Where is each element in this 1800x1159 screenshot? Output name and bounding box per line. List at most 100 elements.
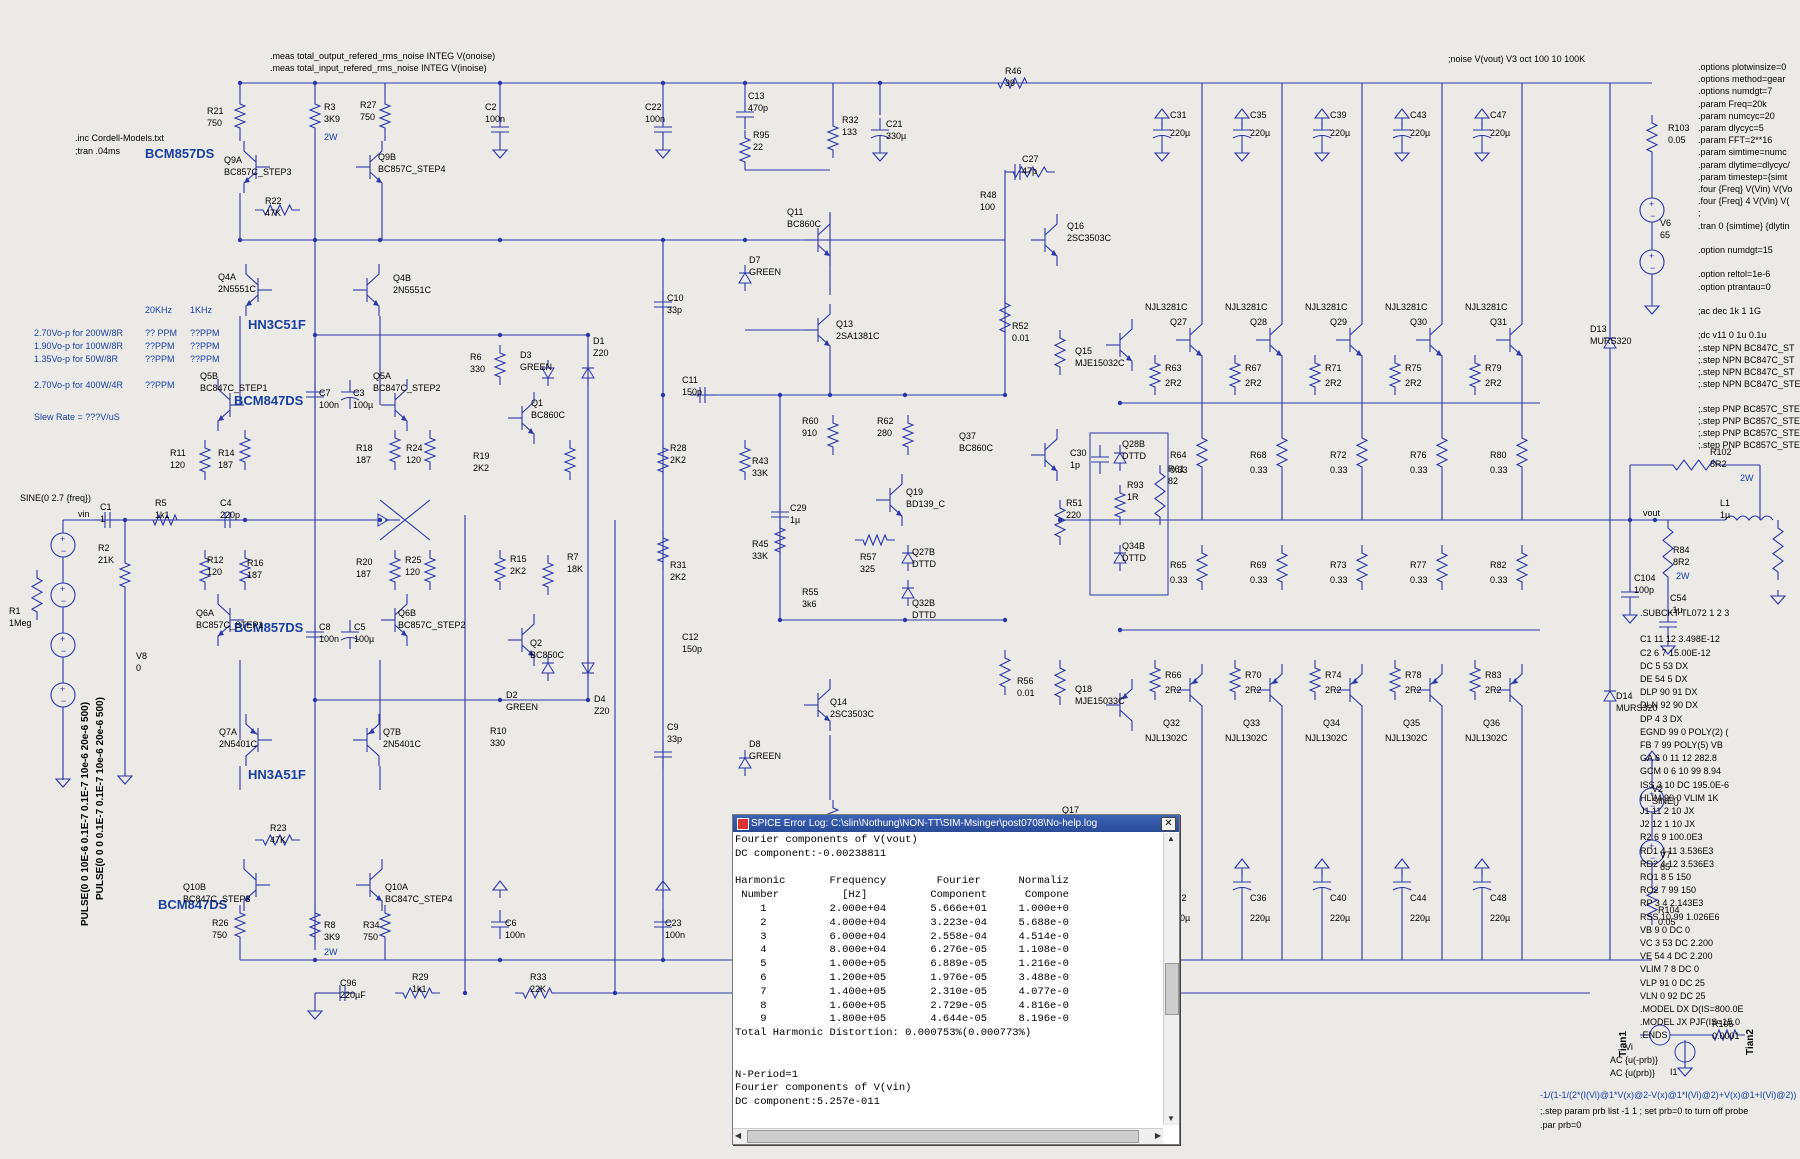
scroll-right-icon[interactable]: ▶ [1154,1131,1161,1140]
component-value: 330µ [886,131,907,141]
spec-value: ??PPM [145,341,175,351]
spice-directive: ;.step PNP BC857C_STE [1698,403,1800,414]
transistor-arrow [528,650,534,656]
component-ref: Q17 [1062,805,1080,815]
supply-symbol [1233,108,1251,119]
error-log-text[interactable]: Fourier components of V(vout) DC componen… [735,834,1159,1122]
component-ref: R14 [218,448,235,458]
close-icon[interactable]: ✕ [1161,817,1176,831]
junction-dot [1117,400,1123,406]
scroll-up-icon[interactable]: ▲ [1167,834,1175,843]
component-ref: R28 [670,443,687,453]
wire [366,744,380,766]
ground-symbol [1233,152,1251,162]
scroll-down-icon[interactable]: ▼ [1167,1114,1175,1123]
component-ref: R15 [510,554,527,564]
component-value: 100n [645,114,666,124]
component-value: 100p [1634,585,1655,595]
wire [855,533,895,547]
component-value: 150p [682,387,703,397]
log-line: 8 1.600e+05 2.729e-05 4.816e-0 [735,999,1069,1012]
wire [378,96,392,136]
component-ref: Q10B [183,882,207,892]
wire [1355,545,1369,590]
component-value: 100µ [353,400,374,410]
tran-directive: ;tran .04ms [75,146,121,156]
component-value: 33K [752,468,769,478]
probe-label: Tian2 [1745,1029,1756,1055]
component-value: 120 [405,567,421,577]
component-value: 47K [265,208,282,218]
wire [238,430,252,470]
log-line: 7 1.400e+05 2.310e-05 4.077e-0 [735,985,1069,998]
spice-error-log-window[interactable]: SPICE Error Log: C:\slin\Nothung\NON-TT\… [732,814,1180,1145]
wire [656,530,670,570]
diode [1603,690,1617,702]
wire [255,833,300,847]
log-line: DC component:5.257e-011 [735,1096,880,1109]
supply-symbol [1473,108,1491,119]
wire [1228,355,1242,395]
output-npn-ref: Q31 [1490,317,1508,327]
component-value: 0.0001 [1712,1031,1740,1041]
spec-value: ??PPM [190,341,220,351]
component-value: BC857C_STEP2 [398,620,466,630]
net-label-vout: vout [1643,508,1661,518]
minus-sign: − [61,696,66,706]
component-value: 750 [363,932,379,942]
wire [1662,520,1674,585]
scrollbar-thumb[interactable] [1165,963,1179,1015]
transistor-arrow [1192,678,1198,684]
spice-directive: ;.step NPN BC847C_ST [1698,367,1795,377]
log-line [735,862,1159,876]
component-value: 100 [980,202,996,212]
junction-dot [877,80,883,86]
supply-symbol [491,880,509,891]
component-ref: C7 [319,388,331,398]
scroll-left-icon[interactable]: ◀ [735,1131,742,1140]
minus-sign: − [1650,211,1655,221]
component-ref: D1 [593,336,605,346]
diode [541,367,555,379]
transistor-arrow [401,415,407,421]
transistor-arrow [1352,678,1358,684]
junction-dot [1652,517,1658,523]
base-resistor-ref: R63 [1165,363,1182,373]
component-value: GREEN [749,267,782,277]
wire [1148,660,1162,700]
component-value: 1µ [1720,510,1731,520]
component-value: 3k6 [802,599,817,609]
wire [998,295,1012,340]
transistor-arrow [1516,350,1522,356]
component-ref: R95 [753,130,770,140]
error-log-titlebar[interactable]: SPICE Error Log: C:\slin\Nothung\NON-TT\… [733,815,1179,832]
component-ref: C4 [220,498,232,508]
component-value: 750 [212,930,228,940]
vertical-scrollbar[interactable]: ▲ ▼ [1163,833,1179,1125]
component-value: 2K2 [510,566,527,576]
emitter-resistor-ref: R68 [1250,450,1267,460]
component-ref: R93 [1127,480,1144,490]
wire [1269,694,1283,716]
component-value: BC860C [531,410,566,420]
component-value: BC857C_STEP1 [196,620,264,630]
component-ref: D2 [506,690,518,700]
horizontal-scrollbar[interactable]: ◀ ▶ [733,1128,1163,1144]
component-value: 120 [406,455,422,465]
subckt-line: C1 11 12 3.498E-12 [1640,634,1720,645]
component-value: 65 [1660,862,1671,872]
wire [1189,694,1203,716]
emitter-resistor-value: 0.33 [1250,575,1268,585]
wire [308,905,322,945]
component-ref: R25 [405,555,422,565]
subckt-line: EGND 99 0 POLY(2) ( [1640,726,1729,737]
transistor-arrow [376,895,382,901]
log-line: Fourier components of V(vout) [735,834,918,846]
wire [1429,314,1443,336]
supply-symbol [1233,858,1251,869]
component-ref: R56 [1017,676,1034,686]
hscrollbar-thumb[interactable] [747,1130,1139,1143]
component-value: BC847C_STEP4 [385,894,453,904]
junction-dot [1627,517,1633,523]
